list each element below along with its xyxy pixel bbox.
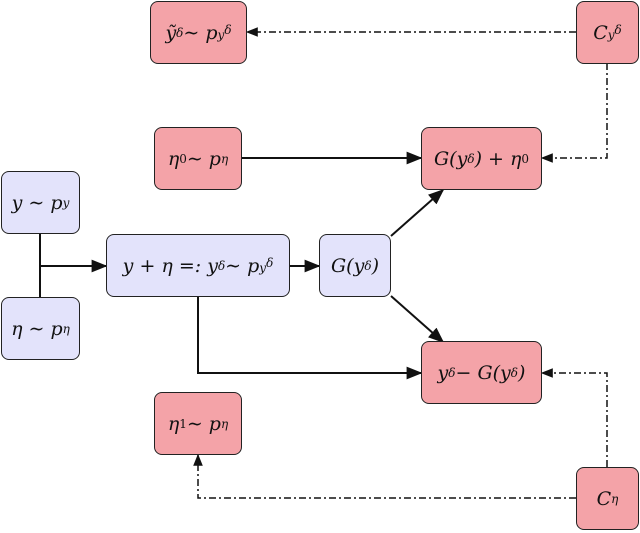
edge-Cy-to-Gplus — [540, 63, 608, 163]
edge-G-to-residual — [390, 295, 445, 344]
edge-sum-to-residual — [197, 297, 423, 380]
edge-Ceta-to-residual — [540, 368, 608, 467]
edge-Ceta-to-eta1 — [193, 453, 576, 499]
edge-G-to-Gplus — [390, 188, 445, 237]
